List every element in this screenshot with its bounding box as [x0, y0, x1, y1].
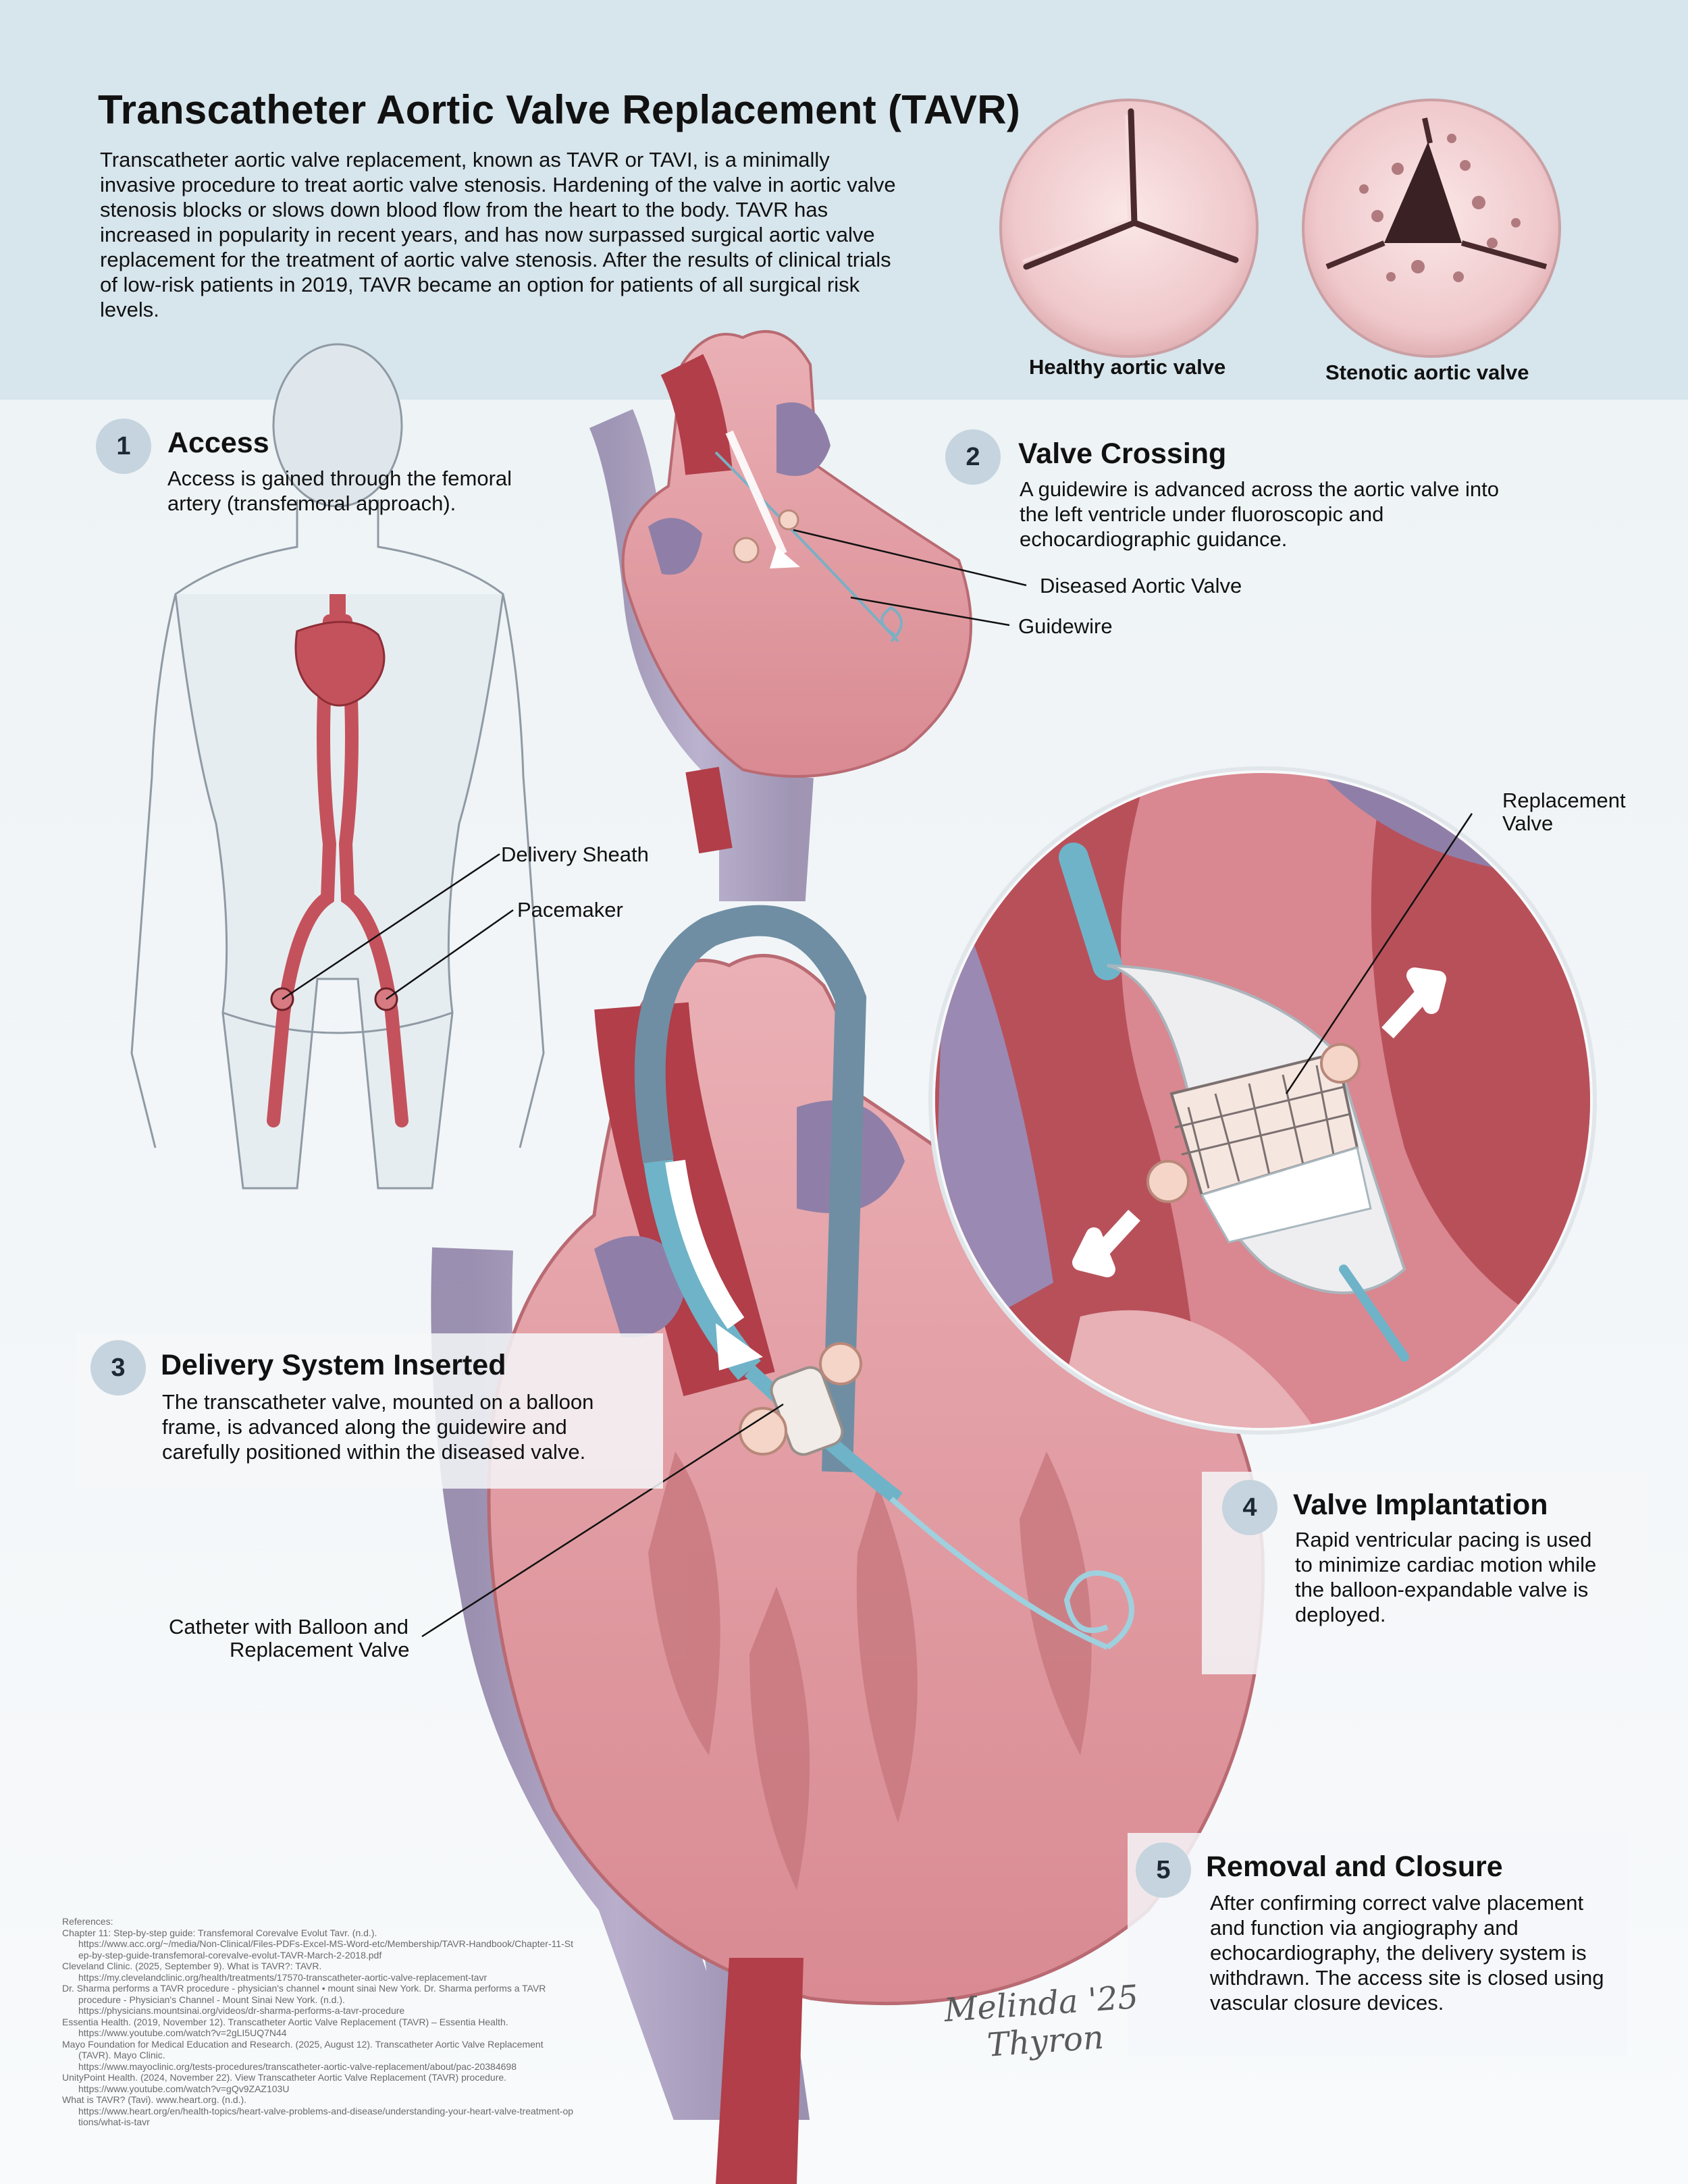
healthy-valve-caption: Healthy aortic valve: [1029, 355, 1226, 379]
leader-lines: [282, 529, 1473, 1638]
reference-line: UnityPoint Health. (2024, November 22). …: [62, 2072, 507, 2083]
healthy-valve-illustration: [999, 99, 1259, 358]
heart-valve-crossing: [589, 330, 972, 901]
reference-line: https://my.clevelandclinic.org/health/tr…: [78, 1971, 487, 1983]
reference-line: https://www.youtube.com/watch?v=2gLI5UQ7…: [78, 2027, 287, 2038]
stenotic-valve-illustration: [1302, 99, 1561, 358]
label-diseased-aortic-valve: Diseased Aortic Valve: [1040, 574, 1242, 597]
reference-line: (TAVR). Mayo Clinic.: [78, 2050, 165, 2060]
step-4-title: Valve Implantation: [1293, 1489, 1548, 1521]
step-3-panel: [76, 1333, 663, 1489]
artist-signature: Melinda '25 Thyron: [943, 1978, 1142, 2067]
reference-line: https://www.youtube.com/watch?v=gQv9ZAZ1…: [78, 2083, 290, 2094]
step-5-panel: [1128, 1833, 1627, 2056]
label-replacement-valve-line1: Replacement: [1502, 789, 1626, 812]
step-3-number: 3: [90, 1340, 146, 1395]
reference-line: Chapter 11: Step-by-step guide: Transfem…: [62, 1927, 377, 1938]
arterial-tree: [267, 594, 408, 1127]
step-2-number: 2: [945, 429, 1001, 485]
reference-line: ep-by-step-guide-transfemoral-corevalve-…: [78, 1949, 382, 1961]
reference-line: Cleveland Clinic. (2025, September 9). W…: [62, 1961, 322, 1971]
label-catheter-line1: Catheter with Balloon and: [169, 1615, 409, 1639]
reference-line: procedure - Physician's Channel - Mount …: [78, 1994, 345, 2005]
heart-delivery-system: [431, 905, 1265, 2184]
label-catheter-line2: Replacement Valve: [230, 1638, 410, 1661]
label-pacemaker: Pacemaker: [517, 898, 623, 922]
reference-line: https://www.heart.org/en/health-topics/h…: [78, 2105, 574, 2116]
step-1-number: 1: [96, 419, 151, 474]
body-figure-sketch: [130, 343, 545, 1190]
reference-line: Essentia Health. (2019, November 12). Tr…: [62, 2016, 508, 2027]
step-5-title: Removal and Closure: [1206, 1850, 1503, 1883]
step-1-title: Access: [167, 427, 269, 459]
replacement-valve-stent: [1169, 1051, 1372, 1244]
step-3-body: The transcatheter valve, mounted on a ba…: [162, 1390, 594, 1464]
reference-line: What is TAVR? (Tavi). www.heart.org. (n.…: [62, 2094, 247, 2105]
reference-line: Mayo Foundation for Medical Education an…: [62, 2038, 544, 2050]
step-4-number: 4: [1222, 1480, 1277, 1535]
step-5-number: 5: [1136, 1842, 1191, 1898]
zoom-valve-implantation: [928, 766, 1597, 1435]
step-2-body: A guidewire is advanced across the aorti…: [1020, 477, 1499, 551]
intro-paragraph: Transcatheter aortic valve replacement, …: [100, 148, 896, 321]
step-4-body: Rapid ventricular pacing is used to mini…: [1295, 1528, 1597, 1626]
reference-line: Dr. Sharma performs a TAVR procedure - p…: [62, 1983, 546, 1994]
label-delivery-sheath: Delivery Sheath: [501, 843, 649, 866]
page-title: Transcatheter Aortic Valve Replacement (…: [98, 87, 1021, 132]
step-1-body: Access is gained through the femoral art…: [167, 467, 512, 515]
reference-line: https://physicians.mountsinai.org/videos…: [78, 2005, 405, 2016]
stenotic-valve-caption: Stenotic aortic valve: [1325, 361, 1529, 384]
reference-line: tions/what-is-tavr: [78, 2116, 150, 2127]
reference-line: https://www.mayoclinic.org/tests-procedu…: [78, 2060, 517, 2072]
reference-line: https://www.acc.org/~/media/Non-Clinical…: [78, 1938, 574, 1949]
references: References: Chapter 11: Step-by-step gui…: [62, 1916, 933, 2128]
step-5-body: After confirming correct valve placement…: [1210, 1891, 1604, 2015]
label-guidewire: Guidewire: [1018, 614, 1113, 638]
label-replacement-valve-line2: Valve: [1502, 811, 1554, 835]
step-2-title: Valve Crossing: [1018, 437, 1227, 470]
reference-line: References:: [62, 1916, 113, 1927]
step-3-title: Delivery System Inserted: [161, 1349, 506, 1381]
